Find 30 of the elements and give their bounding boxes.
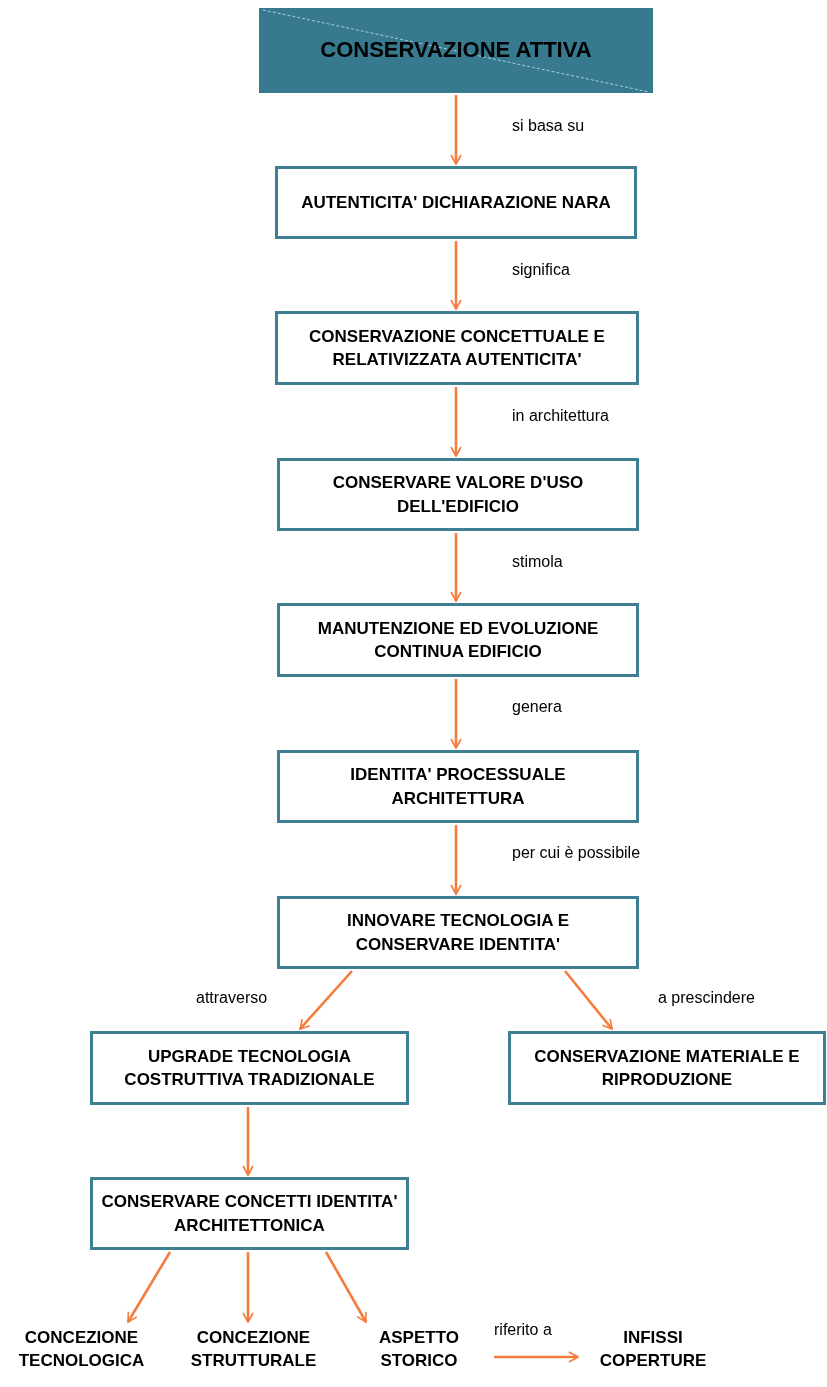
edge-label: significa <box>512 260 570 280</box>
arrow <box>494 1351 579 1363</box>
outcome-text: CONCEZIONE STRUTTURALE <box>176 1324 331 1374</box>
process-box: IDENTITA' PROCESSUALE ARCHITETTURA <box>277 750 639 823</box>
arrow <box>450 241 462 310</box>
process-box: MANUTENZIONE ED EVOLUZIONE CONTINUA EDIFICIO <box>277 603 639 677</box>
arrow <box>450 387 462 457</box>
edge-label: per cui è possibile <box>512 843 641 863</box>
process-box: UPGRADE TECNOLOGIA COSTRUTTIVA TRADIZIONALE <box>90 1031 409 1105</box>
arrow <box>450 533 462 602</box>
outcome-text: CONCEZIONE TECNOLOGICA <box>4 1324 159 1374</box>
arrow <box>299 970 353 1030</box>
outcome-text: INFISSI COPERTURE <box>588 1324 718 1374</box>
title-box: CONSERVAZIONE ATTIVA <box>259 8 653 93</box>
arrow <box>242 1107 254 1176</box>
process-box: CONSERVARE VALORE D'USO DELL'EDIFICIO <box>277 458 639 531</box>
outcome-text: ASPETTO STORICO <box>364 1324 474 1374</box>
process-box: CONSERVAZIONE MATERIALE E RIPRODUZIONE <box>508 1031 826 1105</box>
process-box: CONSERVAZIONE CONCETTUALE E RELATIVIZZATA AUTENTICITA' <box>275 311 639 385</box>
arrow <box>450 825 462 895</box>
arrow <box>242 1252 254 1323</box>
arrow <box>450 95 462 165</box>
arrow <box>564 970 613 1030</box>
arrow <box>126 1251 172 1323</box>
arrow <box>324 1251 368 1323</box>
process-box: INNOVARE TECNOLOGIA E CONSERVARE IDENTITA' <box>277 896 639 969</box>
edge-label: a prescindere <box>658 988 755 1008</box>
process-box: AUTENTICITA' DICHIARAZIONE NARA <box>275 166 637 239</box>
process-box: CONSERVARE CONCETTI IDENTITA' ARCHITETTONICA <box>90 1177 409 1250</box>
arrow <box>450 679 462 749</box>
